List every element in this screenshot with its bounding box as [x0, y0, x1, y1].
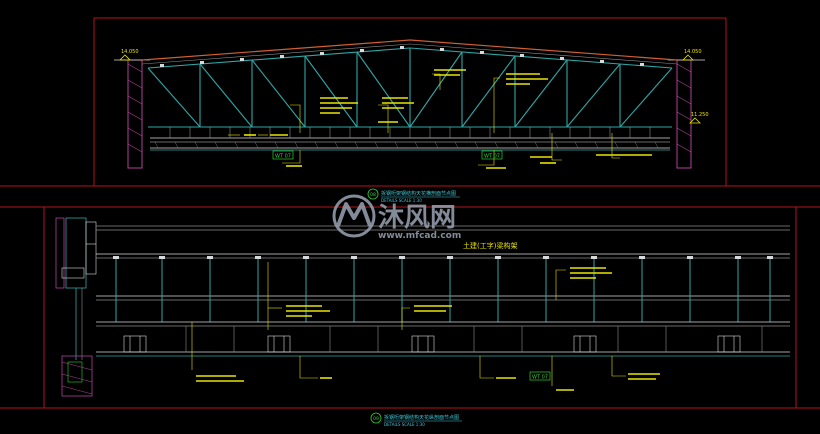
- detail-tag-lower: WT 07: [529, 371, 551, 381]
- lower-hanger-caps: [113, 256, 773, 259]
- lower-annotations: [191, 262, 626, 386]
- roof-line-inner: [141, 43, 678, 65]
- watermark-url: www.mfcad.com: [378, 231, 461, 241]
- lower-annotation-text-marks: [196, 267, 660, 391]
- detail-tag-upper-left-text: WT 07: [275, 154, 291, 160]
- upper-title-block: 08 拆钢桁架钢结构天花横剖面节点图 DETAILS SCALE 1:30: [367, 188, 460, 203]
- steel-truss: [147, 47, 673, 128]
- detail-tag-upper-left: WT 07: [272, 150, 294, 160]
- watermark: 沐风网 www.mfcad.com: [332, 194, 461, 241]
- level-marker-ceiling: 11.250: [689, 112, 709, 124]
- roof-line: [141, 39, 678, 61]
- lower-short-drops: [185, 326, 763, 352]
- upper-section-drawing: 14.050 14.050 11.250: [114, 39, 709, 203]
- detail-tag-lower-text: WT 07: [532, 375, 548, 381]
- upper-scale-text: DETAILS SCALE 1:30: [381, 198, 422, 203]
- sheet-frame: [0, 17, 820, 409]
- lower-title-number-circle: [370, 412, 382, 424]
- lower-ceiling-runners: [96, 321, 790, 357]
- lower-title-number: 09: [373, 416, 379, 422]
- level-left-text: 14.050: [121, 49, 139, 55]
- upper-title-number: 08: [370, 192, 376, 198]
- lower-vertical-hangers: [115, 258, 771, 322]
- level-ceiling-text: 11.250: [691, 112, 709, 118]
- upper-annotation-text-marks: [244, 69, 652, 169]
- lower-heading: 土建(工字)梁构架: [463, 241, 517, 250]
- upper-title-text: 拆钢桁架钢结构天花横剖面节点图: [381, 190, 456, 197]
- upper-title-number-circle: [367, 188, 379, 200]
- left-wall: [114, 59, 150, 169]
- ceiling-hangers: [169, 127, 651, 138]
- roof-purlins: [160, 46, 644, 67]
- level-marker-right: 14.050: [682, 49, 702, 61]
- ceiling-hatch: [154, 141, 659, 149]
- lower-title-text: 拆钢桁架钢结构天花纵剖面节点图: [384, 414, 459, 421]
- lower-ceiling-units: [123, 335, 741, 353]
- upper-annotations: [228, 73, 620, 166]
- lower-title-block: 09 拆钢桁架钢结构天花纵剖面节点图 DETAILS SCALE 1:30: [370, 412, 462, 427]
- lower-scale-text: DETAILS SCALE 1:30: [384, 422, 425, 427]
- lower-left-wall-detail: [55, 217, 97, 397]
- watermark-brand: 沐风网: [378, 203, 456, 233]
- level-marker-left: 14.050: [119, 49, 139, 61]
- lower-section-drawing: 土建(工字)梁构架: [55, 217, 790, 427]
- detail-tag-upper-right: WT 07: [481, 150, 503, 160]
- level-right-text: 14.050: [684, 49, 702, 55]
- watermark-logo-icon: [332, 194, 376, 238]
- ceiling-system: [150, 137, 670, 151]
- detail-tag-upper-right-text: WT 07: [484, 154, 500, 160]
